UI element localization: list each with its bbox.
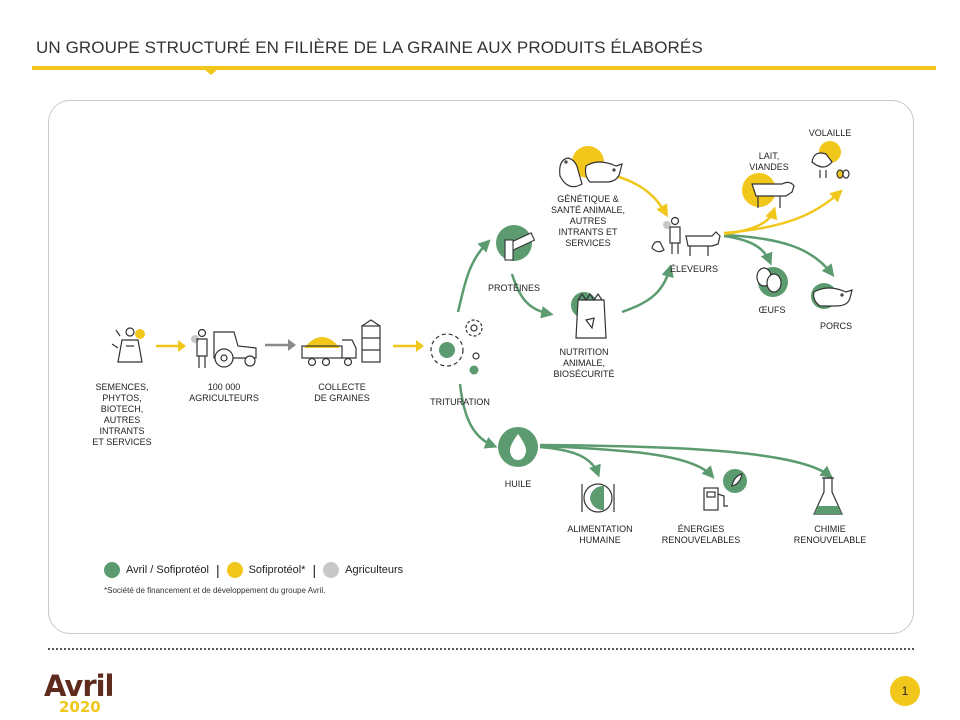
gears-icon bbox=[430, 319, 483, 375]
node-semences-label: SEMENCES, PHYTOS, BIOTECH, AUTRES INTRAN… bbox=[92, 382, 152, 447]
node-oeufs-label: ŒUFS bbox=[758, 305, 786, 315]
arrow-trituration-proteines bbox=[456, 239, 491, 313]
feed-bag-icon bbox=[571, 292, 607, 339]
logo-wordmark: Avril bbox=[44, 669, 114, 703]
farmer-tractor-icon bbox=[191, 328, 257, 368]
arrow-eleveurs-porcs bbox=[723, 233, 835, 277]
chicken-pig-icon bbox=[559, 146, 623, 188]
legend-swatch-yellow bbox=[226, 562, 243, 578]
legend-item-sofiproteol: Sofiprotéol* bbox=[226, 562, 306, 578]
protein-pellets-icon bbox=[496, 225, 536, 261]
node-trituration-label: TRITURATION bbox=[430, 397, 490, 407]
pig-icon bbox=[811, 283, 853, 309]
truck-silo-icon bbox=[301, 319, 381, 367]
cow-icon bbox=[742, 173, 795, 208]
flask-icon bbox=[813, 477, 843, 515]
arrow-agriculteurs-collecte bbox=[265, 339, 296, 351]
page-number-badge: 1 bbox=[890, 676, 920, 706]
legend-item-agriculteurs: Agriculteurs bbox=[323, 562, 403, 578]
legend-label: Avril / Sofiprotéol bbox=[126, 564, 209, 576]
arrow-huile-energies bbox=[539, 444, 715, 479]
legend-separator: | bbox=[215, 562, 220, 578]
legend-swatch-green bbox=[104, 562, 120, 578]
node-volaille-label: VOLAILLE bbox=[808, 128, 852, 138]
avril-logo: Avril 2020 bbox=[44, 669, 114, 716]
arrow-collecte-trituration bbox=[393, 340, 424, 352]
node-lait-label: LAIT, VIANDES bbox=[749, 151, 789, 172]
node-agriculteurs-label: 100 000 AGRICULTEURS bbox=[189, 382, 259, 403]
legend-item-avril: Avril / Sofiprotéol bbox=[104, 562, 209, 578]
node-energies-label: ÉNERGIES RENOUVELABLES bbox=[661, 524, 741, 545]
diagram-panel bbox=[48, 100, 914, 634]
farmer-livestock-icon bbox=[651, 216, 721, 256]
legend-footnote: *Société de financement et de développem… bbox=[104, 586, 326, 595]
eggs-icon bbox=[756, 267, 788, 297]
node-collecte-label: COLLECTE DE GRAINES bbox=[314, 382, 370, 403]
semences-scientist-icon bbox=[111, 327, 145, 363]
legend-label: Agriculteurs bbox=[345, 564, 404, 576]
fuel-pump-leaf-icon bbox=[703, 469, 747, 511]
arrow-eleveurs-volaille bbox=[723, 189, 843, 235]
logo-year: 2020 bbox=[59, 698, 101, 716]
arrow-trituration-huile bbox=[458, 383, 498, 449]
node-proteines-label: PROTÉINES bbox=[487, 283, 540, 293]
node-chimie-label: CHIMIE RENOUVELABLE bbox=[793, 524, 867, 545]
arrow-nutrition-eleveurs bbox=[621, 264, 674, 314]
node-alimentation-label: ALIMENTATION HUMAINE bbox=[567, 524, 633, 545]
arrow-eleveurs-oeufs bbox=[723, 234, 773, 266]
arrow-huile-alimentation bbox=[539, 445, 601, 478]
node-nutrition-label: NUTRITION ANIMALE, BIOSÉCURITÉ bbox=[553, 347, 615, 379]
legend: Avril / Sofiprotéol | Sofiprotéol* | Agr… bbox=[104, 562, 403, 578]
arrow-genetique-eleveurs bbox=[615, 174, 668, 218]
arrow-huile-chimie bbox=[539, 443, 833, 479]
title-underline-notch bbox=[205, 70, 217, 75]
page-title: UN GROUPE STRUCTURÉ EN FILIÈRE DE LA GRA… bbox=[36, 38, 703, 57]
legend-separator: | bbox=[312, 562, 317, 578]
poultry-icon bbox=[811, 141, 850, 179]
title-underline bbox=[32, 66, 936, 70]
node-porcs-label: PORCS bbox=[819, 321, 852, 331]
node-huile-label: HUILE bbox=[504, 479, 532, 489]
footer-divider bbox=[48, 648, 914, 650]
arrow-semences-agriculteurs bbox=[156, 340, 186, 352]
legend-swatch-grey bbox=[323, 562, 340, 578]
node-eleveurs-label: ÉLEVEURS bbox=[669, 264, 719, 274]
legend-label: Sofiprotéol* bbox=[248, 564, 306, 576]
node-genetique-label: GÉNÉTIQUE & SANTÉ ANIMALE, AUTRES INTRAN… bbox=[550, 194, 626, 248]
plate-cutlery-icon bbox=[581, 483, 615, 513]
oil-drop-icon bbox=[498, 427, 538, 467]
arrow-proteines-nutrition bbox=[510, 273, 554, 319]
